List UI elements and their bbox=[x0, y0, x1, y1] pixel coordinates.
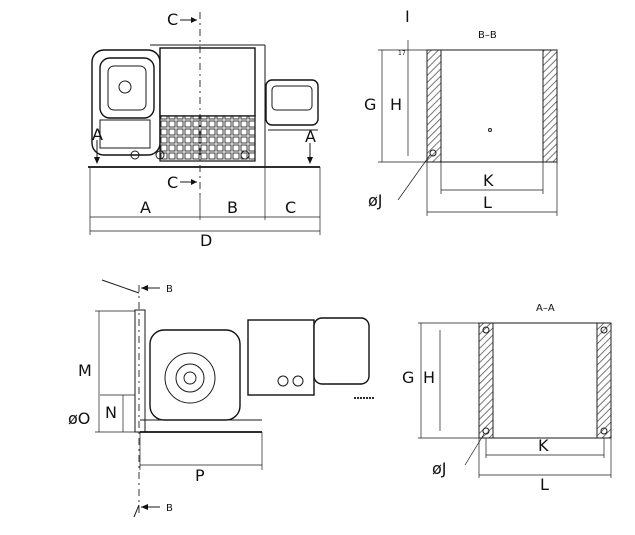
gearbox-cover bbox=[99, 57, 155, 119]
aa-j-leader bbox=[464, 433, 485, 466]
b-bottom-slant bbox=[133, 504, 140, 518]
aa-hole-br bbox=[600, 427, 608, 435]
section-bb-view bbox=[378, 40, 558, 216]
knob-1 bbox=[277, 375, 289, 387]
bb-j-leader bbox=[397, 154, 431, 201]
p-label: P bbox=[195, 466, 205, 485]
aa-right-wall bbox=[596, 322, 612, 439]
motor-flange bbox=[247, 319, 315, 396]
bb-k-label: K bbox=[483, 171, 494, 190]
section-aa-view bbox=[418, 322, 612, 478]
aa-k-label: K bbox=[538, 436, 549, 455]
front-view bbox=[88, 12, 321, 235]
b-bottom-label: B bbox=[166, 503, 173, 514]
aa-hole-tr bbox=[600, 326, 608, 334]
b-top-head bbox=[141, 285, 148, 291]
n-label: N bbox=[105, 403, 117, 422]
aa-hole-bl bbox=[482, 427, 490, 435]
dim-a-label: A bbox=[140, 198, 151, 217]
bb-j-label: øJ bbox=[368, 191, 383, 210]
section-a-right-head bbox=[307, 157, 313, 164]
knob-2 bbox=[292, 375, 304, 387]
m-label: M bbox=[78, 361, 92, 380]
aa-h-label: H bbox=[423, 368, 435, 387]
dim-d-label: D bbox=[200, 231, 212, 250]
o-label: øO bbox=[68, 409, 90, 428]
bb-right-wall bbox=[542, 49, 558, 163]
bolt-3 bbox=[240, 150, 250, 160]
aa-hole-tl bbox=[482, 326, 490, 334]
bb-left-wall bbox=[426, 49, 442, 163]
motor-cap bbox=[271, 85, 313, 111]
section-c-bottom-label: C bbox=[167, 173, 178, 192]
b-top-label: B bbox=[166, 284, 173, 295]
side-view bbox=[95, 279, 375, 518]
control-box bbox=[159, 47, 256, 117]
bolt-2 bbox=[155, 150, 165, 160]
bb-hole bbox=[429, 149, 437, 157]
dim-b-label: B bbox=[227, 198, 238, 217]
mount-plate bbox=[134, 309, 146, 433]
bb-g-label: G bbox=[364, 95, 376, 114]
dim-c-label: C bbox=[285, 198, 296, 217]
bb-title: B–B bbox=[478, 30, 497, 41]
gearbox-bottom bbox=[99, 119, 151, 149]
b-top-slant bbox=[101, 279, 140, 294]
bb-h-label: H bbox=[390, 95, 402, 114]
gear-mid bbox=[175, 363, 205, 393]
gear-outer bbox=[164, 352, 216, 404]
gearbox-inner bbox=[107, 65, 147, 111]
section-a-left-head bbox=[94, 157, 100, 164]
shaft-circle bbox=[118, 80, 132, 94]
section-a-left-label: A bbox=[92, 125, 103, 144]
aa-left-wall bbox=[478, 322, 494, 439]
motor-body bbox=[265, 79, 319, 126]
top-right-i-label: I bbox=[405, 7, 410, 26]
bolt-1 bbox=[130, 150, 140, 160]
gear-shaft bbox=[183, 371, 197, 385]
grid-panel bbox=[159, 115, 256, 162]
section-c-top-head bbox=[191, 17, 197, 23]
bb-l-label: L bbox=[483, 193, 492, 212]
section-c-top-label: C bbox=[167, 10, 178, 29]
section-c-bottom-head bbox=[191, 179, 197, 185]
bb-dot bbox=[488, 128, 492, 132]
tiny-17-label: 17 bbox=[398, 50, 406, 57]
aa-g-label: G bbox=[402, 368, 414, 387]
aa-j-label: øJ bbox=[432, 459, 447, 478]
aa-title: A–A bbox=[536, 303, 555, 314]
b-bottom-head bbox=[141, 504, 148, 510]
section-a-right-label: A bbox=[305, 127, 316, 146]
motor-cylinder bbox=[313, 317, 370, 385]
aa-l-label: L bbox=[540, 475, 549, 494]
